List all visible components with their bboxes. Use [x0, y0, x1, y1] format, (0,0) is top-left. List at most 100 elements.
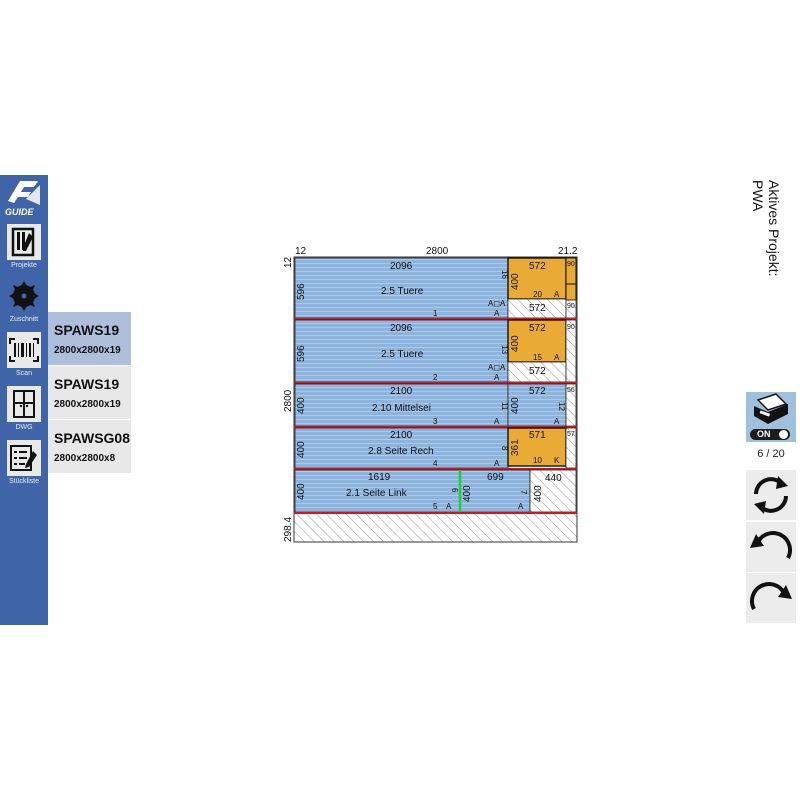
edge-marks: K: [554, 456, 560, 465]
part-width: 699: [487, 472, 504, 483]
edge-marks: A: [494, 459, 500, 468]
edge-code: 8: [500, 446, 509, 451]
part-panel[interactable]: [294, 319, 509, 383]
toggle-knob: [779, 430, 788, 439]
board-height-label: 2800: [283, 389, 294, 412]
app-logo: GUIDE: [0, 175, 48, 219]
nav-projekte[interactable]: Projekte: [0, 221, 48, 273]
material-item[interactable]: SPAWSG08 2800x2800x8: [48, 420, 131, 474]
part-number: 2: [433, 373, 438, 382]
part-height: 400: [296, 441, 307, 458]
nav-zuschnitt[interactable]: Zuschnitt: [0, 275, 48, 327]
project-book-icon: [11, 227, 35, 257]
strip[interactable]: 2096 596 2.5 Tuere 1 16 A◻A A 572 400 20…: [294, 257, 577, 320]
edge-marks: A: [494, 417, 500, 426]
part-height: 400: [510, 273, 521, 290]
active-project-label: Aktives Projekt:: [766, 180, 782, 277]
nav-dwg-label: DWG: [15, 424, 33, 431]
logo-icon: GUIDE: [5, 181, 40, 217]
edge-code: 6: [450, 488, 459, 493]
nav-stueckliste-label: Stückliste: [9, 478, 39, 485]
edge-marks: A: [494, 309, 500, 318]
page-counter: 6 / 20: [757, 448, 785, 460]
edge-code: 12: [557, 402, 566, 411]
narrow-part-size: 90: [567, 261, 575, 268]
part-width: 571: [529, 430, 546, 441]
redo-button[interactable]: [746, 573, 796, 623]
edge-marks: A◻A: [488, 299, 506, 308]
part-width: 572: [529, 386, 546, 397]
part-height: 400: [510, 397, 521, 414]
part-width: 572: [529, 261, 546, 272]
undo-arrow-icon: [750, 531, 792, 559]
part-width: 1619: [368, 472, 391, 483]
logo-text: GUIDE: [5, 207, 35, 217]
part-number: 4: [433, 459, 438, 468]
part-number: 1: [433, 309, 438, 318]
part-panel[interactable]: [294, 257, 509, 319]
nav-scan-label: Scan: [16, 370, 32, 377]
nav-dwg[interactable]: DWG: [0, 383, 48, 435]
narrow-part-size: 90: [567, 303, 575, 310]
material-name: SPAWS19: [54, 322, 120, 338]
offcut-width: 572: [529, 366, 546, 377]
parts-list-icon: [10, 445, 37, 471]
offcut-height: 400: [533, 485, 544, 502]
narrow-part-size: 90: [567, 324, 575, 331]
trim-top-label: 12: [283, 256, 294, 268]
edge-marks: A: [554, 290, 560, 299]
rotate-arrows-icon: [754, 476, 788, 514]
edge-marks: A: [518, 502, 524, 511]
offcut-width: 572: [529, 303, 546, 314]
material-name: SPAWSG08: [54, 430, 130, 446]
offcut-width: 440: [545, 473, 562, 484]
active-project: Aktives Projekt: PWA: [740, 180, 790, 300]
nav-stueckliste[interactable]: Stückliste: [0, 437, 48, 489]
material-list: SPAWS19 2800x2800x19 SPAWS19 2800x2800x1…: [48, 312, 131, 474]
trim-left-label: 12: [295, 246, 307, 257]
narrow-part[interactable]: [565, 283, 577, 301]
part-name: 2.10 Mittelsei: [372, 403, 431, 414]
edge-marks: A: [446, 502, 452, 511]
part-name: 2.1 Seite Link: [346, 488, 408, 499]
narrow-part-size: 56: [567, 387, 575, 394]
material-item[interactable]: SPAWS19 2800x2800x19: [48, 312, 131, 366]
part-height: 596: [296, 283, 307, 300]
part-name: 2.5 Tuere: [381, 286, 424, 297]
toggle-switch[interactable]: ON: [750, 429, 790, 440]
edge-code: 11: [500, 402, 509, 411]
part-number: 5: [433, 502, 438, 511]
undo-button[interactable]: [746, 522, 796, 572]
barcode-scan-icon: [9, 338, 39, 362]
part-width: 2096: [390, 323, 413, 334]
part-number: 10: [533, 456, 542, 465]
part-panel[interactable]: [294, 469, 461, 513]
part-panel[interactable]: [294, 383, 509, 427]
printer-toggle[interactable]: ON: [746, 392, 796, 442]
edge-code: 16: [500, 270, 509, 279]
rotate-part-button[interactable]: [746, 470, 796, 520]
part-width: 572: [529, 323, 546, 334]
narrow-part-size: 57: [567, 431, 575, 438]
strip[interactable]: 2100 400 2.10 Mittelsei 3 11 A 572 400 1…: [294, 383, 577, 428]
strip[interactable]: 2096 596 2.5 Tuere 2 13 A◻A A 572 400 15…: [294, 319, 577, 384]
label-printer-icon: [754, 393, 788, 424]
part-height: 400: [296, 397, 307, 414]
nav-scan[interactable]: Scan: [0, 329, 48, 381]
material-item[interactable]: SPAWS19 2800x2800x19: [48, 366, 131, 420]
strip[interactable]: 1619 400 2.1 Seite Link 5 6 A 699 400 7 …: [294, 469, 577, 514]
nav-zuschnitt-label: Zuschnitt: [9, 316, 39, 323]
board-waste: [293, 512, 578, 543]
part-height: 596: [296, 345, 307, 362]
sidebar: GUIDE Projekte: [0, 175, 48, 625]
part-height: 361: [510, 439, 521, 456]
part-panel[interactable]: [294, 427, 509, 469]
strip[interactable]: 2100 400 2.8 Seite Rech 4 8 A 571 361 10…: [294, 427, 577, 470]
board-width-label: 2800: [426, 246, 449, 257]
saw-blade-icon: [9, 281, 39, 311]
part-panel-side[interactable]: [507, 257, 567, 300]
part-number: 15: [533, 353, 542, 362]
redo-arrow-icon: [750, 582, 792, 610]
trim-bottom-label: 298.4: [283, 517, 294, 542]
